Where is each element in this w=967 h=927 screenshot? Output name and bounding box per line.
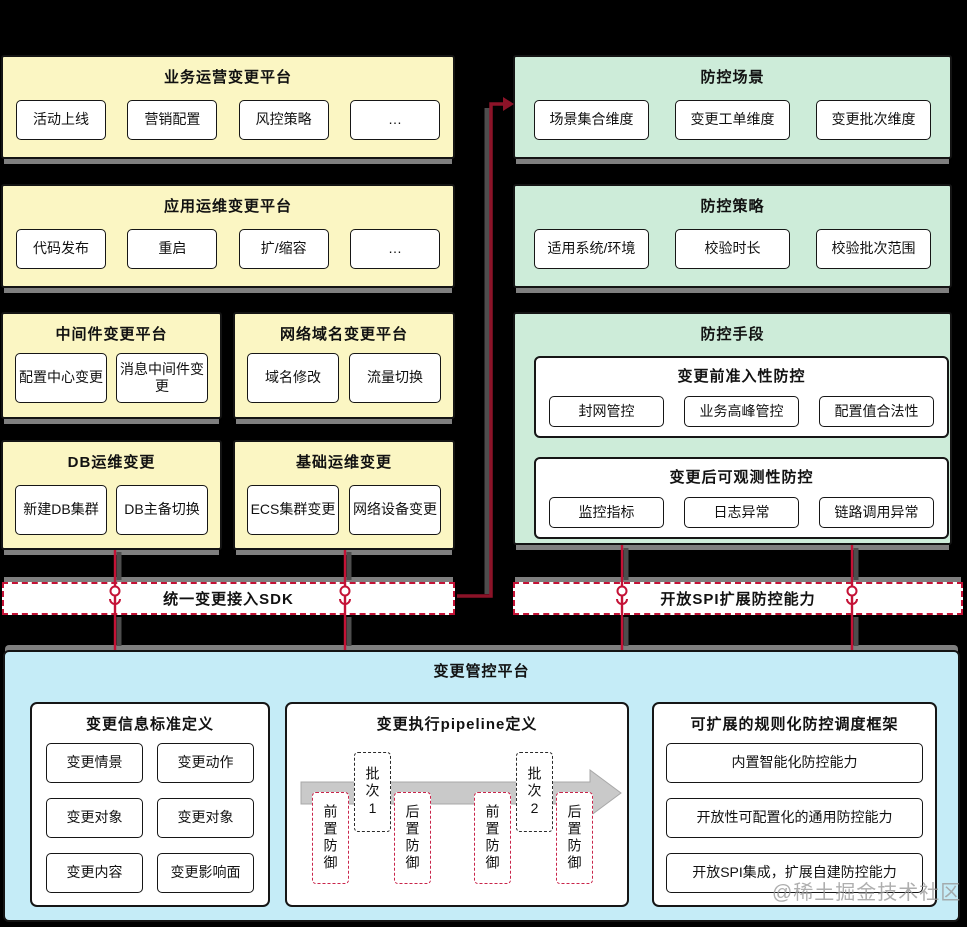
item-stack: 内置智能化防控能力 开放性可配置化的通用防控能力 开放SPI集成，扩展自建防控能… [654, 737, 935, 893]
item-box: 变更工单维度 [675, 100, 790, 140]
panel-control-strategies: 防控策略 适用系统/环境 校验时长 校验批次范围 [513, 184, 952, 288]
item-box: 变更情景 [46, 743, 143, 783]
item-box: 变更批次维度 [816, 100, 931, 140]
panel-title: 防控场景 [700, 69, 765, 86]
item-row: 监控指标 日志异常 链路调用异常 [536, 497, 947, 528]
item-box: 重启 [127, 229, 218, 269]
item-row: 封网管控 业务高峰管控 配置值合法性 [536, 396, 947, 427]
panel-basic-ops-change: 基础运维变更 ECS集群变更 网络设备变更 [233, 440, 455, 550]
pipeline-stage-pre-guard: 前置防御 [474, 792, 511, 884]
item-box: 配置值合法性 [819, 396, 934, 427]
item-row: 新建DB集群 DB主备切换 [3, 485, 220, 535]
box-extensible-rule-control-scheduling-framework: 可扩展的规则化防控调度框架 内置智能化防控能力 开放性可配置化的通用防控能力 开… [652, 702, 937, 907]
panel-control-measures: 防控手段 变更前准入性防控 封网管控 业务高峰管控 配置值合法性 变更后可观测性… [513, 312, 952, 545]
panel-business-operation-change-platform: 业务运营变更平台 活动上线 营销配置 风控策略 … [1, 55, 455, 159]
bar-label: 开放SPI扩展防控能力 [660, 591, 816, 608]
panel-change-control-platform: 变更管控平台 变更信息标准定义 变更情景 变更动作 变更对象 变更对象 变更内容… [3, 650, 960, 922]
pipeline-stage-post-guard: 后置防御 [556, 792, 593, 884]
box-title: 变更信息标准定义 [85, 716, 214, 733]
sdk-to-control-connector [457, 97, 514, 598]
box-change-info-standard-definition: 变更信息标准定义 变更情景 变更动作 变更对象 变更对象 变更内容 变更影响面 [30, 702, 270, 907]
item-box: 流量切换 [349, 353, 441, 403]
item-box: 营销配置 [127, 100, 218, 140]
panel-title: 中间件变更平台 [55, 326, 168, 343]
pipeline-stage-batch-1: 批次1 [354, 752, 391, 832]
pipeline-arrow [300, 769, 622, 817]
item-row: 适用系统/环境 校验时长 校验批次范围 [515, 229, 950, 269]
panel-title: 业务运营变更平台 [163, 69, 292, 86]
item-row: 代码发布 重启 扩/缩容 … [3, 229, 453, 269]
item-box: 域名修改 [247, 353, 339, 403]
box-change-execution-pipeline-definition: 变更执行pipeline定义 前置防御 批次1 后置防御 前置防御 批次2 后置… [285, 702, 629, 907]
item-box: 变更影响面 [157, 853, 254, 893]
item-box: 变更对象 [46, 798, 143, 838]
item-box: 开放性可配置化的通用防控能力 [666, 798, 923, 838]
item-box-ellipsis: … [349, 229, 440, 269]
item-box: 配置中心变更 [15, 353, 107, 403]
item-box: 变更对象 [157, 798, 254, 838]
bar-open-spi-extension: 开放SPI扩展防控能力 [513, 582, 963, 615]
panel-control-scenes: 防控场景 场景集合维度 变更工单维度 变更批次维度 [513, 55, 952, 159]
panel-title: 应用运维变更平台 [163, 198, 292, 215]
pipeline-stage-batch-2: 批次2 [516, 752, 553, 832]
item-box: 扩/缩容 [238, 229, 329, 269]
item-row: 活动上线 营销配置 风控策略 … [3, 100, 453, 140]
box-title: 变更执行pipeline定义 [376, 716, 538, 733]
item-box: 消息中间件变更 [116, 353, 208, 403]
item-box: 变更内容 [46, 853, 143, 893]
bar-label: 统一变更接入SDK [163, 591, 294, 608]
item-box: 活动上线 [16, 100, 106, 140]
panel-title: 基础运维变更 [295, 454, 392, 471]
item-box: 业务高峰管控 [684, 396, 799, 427]
item-box: DB主备切换 [116, 485, 208, 535]
item-box: 场景集合维度 [534, 100, 649, 140]
watermark: @稀土掘金技术社区 [772, 882, 962, 904]
panel-title: 网络域名变更平台 [279, 326, 408, 343]
item-box: 校验批次范围 [816, 229, 931, 269]
panel-network-domain-change-platform: 网络域名变更平台 域名修改 流量切换 [233, 312, 455, 419]
item-box: ECS集群变更 [247, 485, 339, 535]
item-box: 链路调用异常 [819, 497, 934, 528]
item-box: 适用系统/环境 [534, 229, 649, 269]
panel-title: 防控策略 [700, 198, 765, 215]
pipeline-stage-pre-guard: 前置防御 [312, 792, 349, 884]
pipeline-stage-post-guard: 后置防御 [394, 792, 431, 884]
item-row: ECS集群变更 网络设备变更 [235, 485, 453, 535]
panel-title: 防控手段 [700, 326, 765, 343]
box-title: 可扩展的规则化防控调度框架 [690, 716, 899, 733]
platform-title: 变更管控平台 [433, 663, 530, 680]
item-box: 开放SPI集成，扩展自建防控能力 [666, 853, 923, 893]
panel-middleware-change-platform: 中间件变更平台 配置中心变更 消息中间件变更 [1, 312, 222, 419]
item-row: 配置中心变更 消息中间件变更 [3, 353, 220, 403]
panel-title: DB运维变更 [67, 454, 156, 471]
subpanel-pre-change-admission-control: 变更前准入性防控 封网管控 业务高峰管控 配置值合法性 [534, 356, 949, 438]
bar-unified-change-access-sdk: 统一变更接入SDK [2, 582, 455, 615]
panel-db-ops-change: DB运维变更 新建DB集群 DB主备切换 [1, 440, 222, 550]
item-box: 封网管控 [549, 396, 664, 427]
panel-app-ops-change-platform: 应用运维变更平台 代码发布 重启 扩/缩容 … [1, 184, 455, 288]
item-box: 校验时长 [675, 229, 790, 269]
item-box: 风控策略 [238, 100, 329, 140]
item-box: 代码发布 [16, 229, 106, 269]
item-row: 域名修改 流量切换 [235, 353, 453, 403]
item-box: 日志异常 [684, 497, 799, 528]
item-box: 新建DB集群 [15, 485, 107, 535]
subpanel-post-change-observability-control: 变更后可观测性防控 监控指标 日志异常 链路调用异常 [534, 457, 949, 539]
item-box: 内置智能化防控能力 [666, 743, 923, 783]
item-row: 场景集合维度 变更工单维度 变更批次维度 [515, 100, 950, 140]
subpanel-title: 变更后可观测性防控 [669, 469, 814, 486]
item-box-ellipsis: … [349, 100, 440, 140]
item-box: 网络设备变更 [349, 485, 441, 535]
subpanel-title: 变更前准入性防控 [677, 368, 806, 385]
item-box: 变更动作 [157, 743, 254, 783]
item-box: 监控指标 [549, 497, 664, 528]
item-grid: 变更情景 变更动作 变更对象 变更对象 变更内容 变更影响面 [32, 737, 268, 893]
